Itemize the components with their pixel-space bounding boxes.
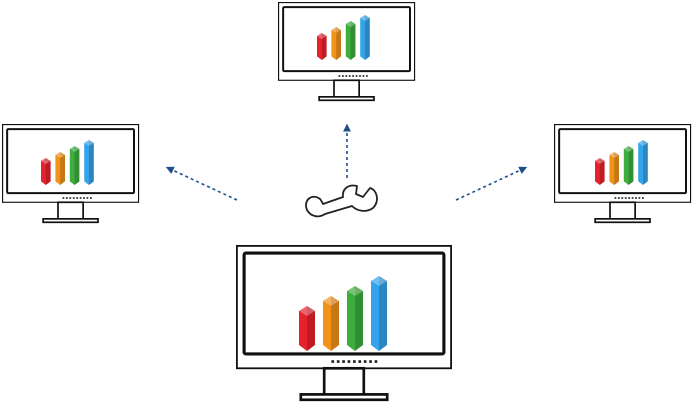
left-monitor [2, 124, 140, 224]
bar-chart-bar-3 [345, 21, 356, 60]
top-monitor [278, 2, 416, 102]
bar-chart-bar-1 [299, 306, 315, 351]
monitor-buttons [62, 197, 92, 199]
wrench-icon [305, 184, 378, 218]
bar-chart-icon [595, 140, 648, 185]
monitor-screen [242, 251, 446, 356]
bar-chart-bar-3 [623, 146, 634, 185]
monitor-icon [554, 124, 692, 224]
bar-chart-bar-1 [595, 158, 605, 185]
bar-chart-bar-4 [84, 140, 94, 185]
bar-chart-icon [41, 140, 94, 185]
bar-chart-icon [299, 276, 387, 351]
bar-chart-bar-4 [638, 140, 648, 185]
monitor-buttons [338, 75, 368, 77]
bar-chart-bar-2 [331, 27, 341, 60]
bar-chart-bar-3 [69, 146, 80, 185]
bar-chart-bar-3 [347, 286, 363, 351]
bar-chart-bar-2 [323, 296, 339, 351]
monitor-stand [318, 79, 375, 102]
monitor-buttons [614, 197, 644, 199]
bar-chart-bar-2 [609, 152, 619, 185]
bar-chart-bar-1 [317, 33, 327, 60]
arrow-to-right [455, 166, 528, 201]
monitor-buttons [331, 360, 378, 363]
monitor-screen [558, 128, 687, 195]
monitor-stand [299, 366, 389, 402]
bar-chart-bar-4 [371, 276, 387, 351]
bar-chart-bar-4 [360, 15, 370, 60]
arrow-to-left [165, 166, 238, 201]
bar-chart-bar-1 [41, 158, 51, 185]
monitor-stand [594, 201, 651, 224]
monitor-icon [236, 245, 453, 402]
bar-chart-bar-2 [55, 152, 65, 185]
monitor-stand [42, 201, 99, 224]
source-monitor [236, 245, 453, 402]
right-monitor [554, 124, 692, 224]
